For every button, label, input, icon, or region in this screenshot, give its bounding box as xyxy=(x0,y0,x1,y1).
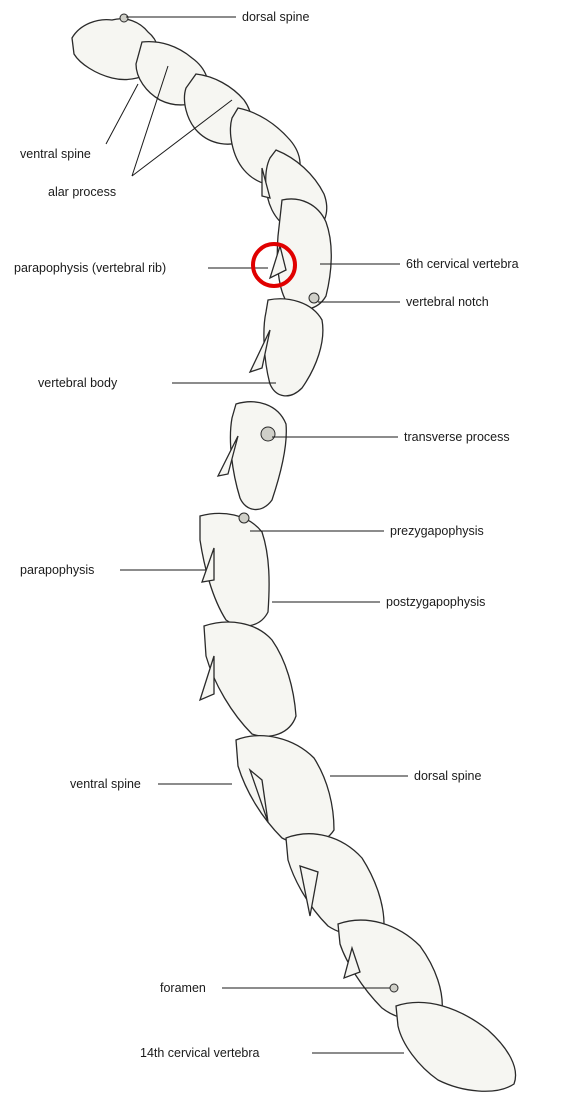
label-dorsal-spine-top: dorsal spine xyxy=(242,10,309,24)
label-fourteenth-cervical: 14th cervical vertebra xyxy=(140,1046,260,1060)
vertebral-column xyxy=(72,14,516,1091)
fourteenth-cervical-vertebra xyxy=(396,1002,516,1091)
sixth-cervical-vertebra xyxy=(277,199,331,310)
leader-ventral-spine-top xyxy=(106,84,138,144)
label-dorsal-spine-bottom: dorsal spine xyxy=(414,769,481,783)
foramen-mark xyxy=(390,984,398,992)
transverse-process-mark xyxy=(261,427,275,441)
label-vertebral-body: vertebral body xyxy=(38,376,118,390)
label-sixth-cervical: 6th cervical vertebra xyxy=(406,257,519,271)
label-vertebral-notch: vertebral notch xyxy=(406,295,489,309)
vertebra-8 xyxy=(230,402,286,510)
label-ventral-spine-bottom: ventral spine xyxy=(70,777,141,791)
label-parapophysis-rib: parapophysis (vertebral rib) xyxy=(14,261,166,275)
label-postzygapophysis: postzygapophysis xyxy=(386,595,485,609)
label-parapophysis: parapophysis xyxy=(20,563,94,577)
vertebra-11 xyxy=(236,736,334,844)
vertebra-10 xyxy=(204,622,296,736)
ventral-process-10 xyxy=(200,656,214,700)
label-ventral-spine-top: ventral spine xyxy=(20,147,91,161)
vertebral-notch-mark xyxy=(309,293,319,303)
atlas-dot xyxy=(120,14,128,22)
label-foramen: foramen xyxy=(160,981,206,995)
vertebra-12 xyxy=(286,834,384,935)
label-transverse-process: transverse process xyxy=(404,430,510,444)
vertebra-7 xyxy=(264,299,323,396)
label-prezygapophysis: prezygapophysis xyxy=(390,524,484,538)
prezygapophysis-mark xyxy=(239,513,249,523)
label-alar-process: alar process xyxy=(48,185,116,199)
